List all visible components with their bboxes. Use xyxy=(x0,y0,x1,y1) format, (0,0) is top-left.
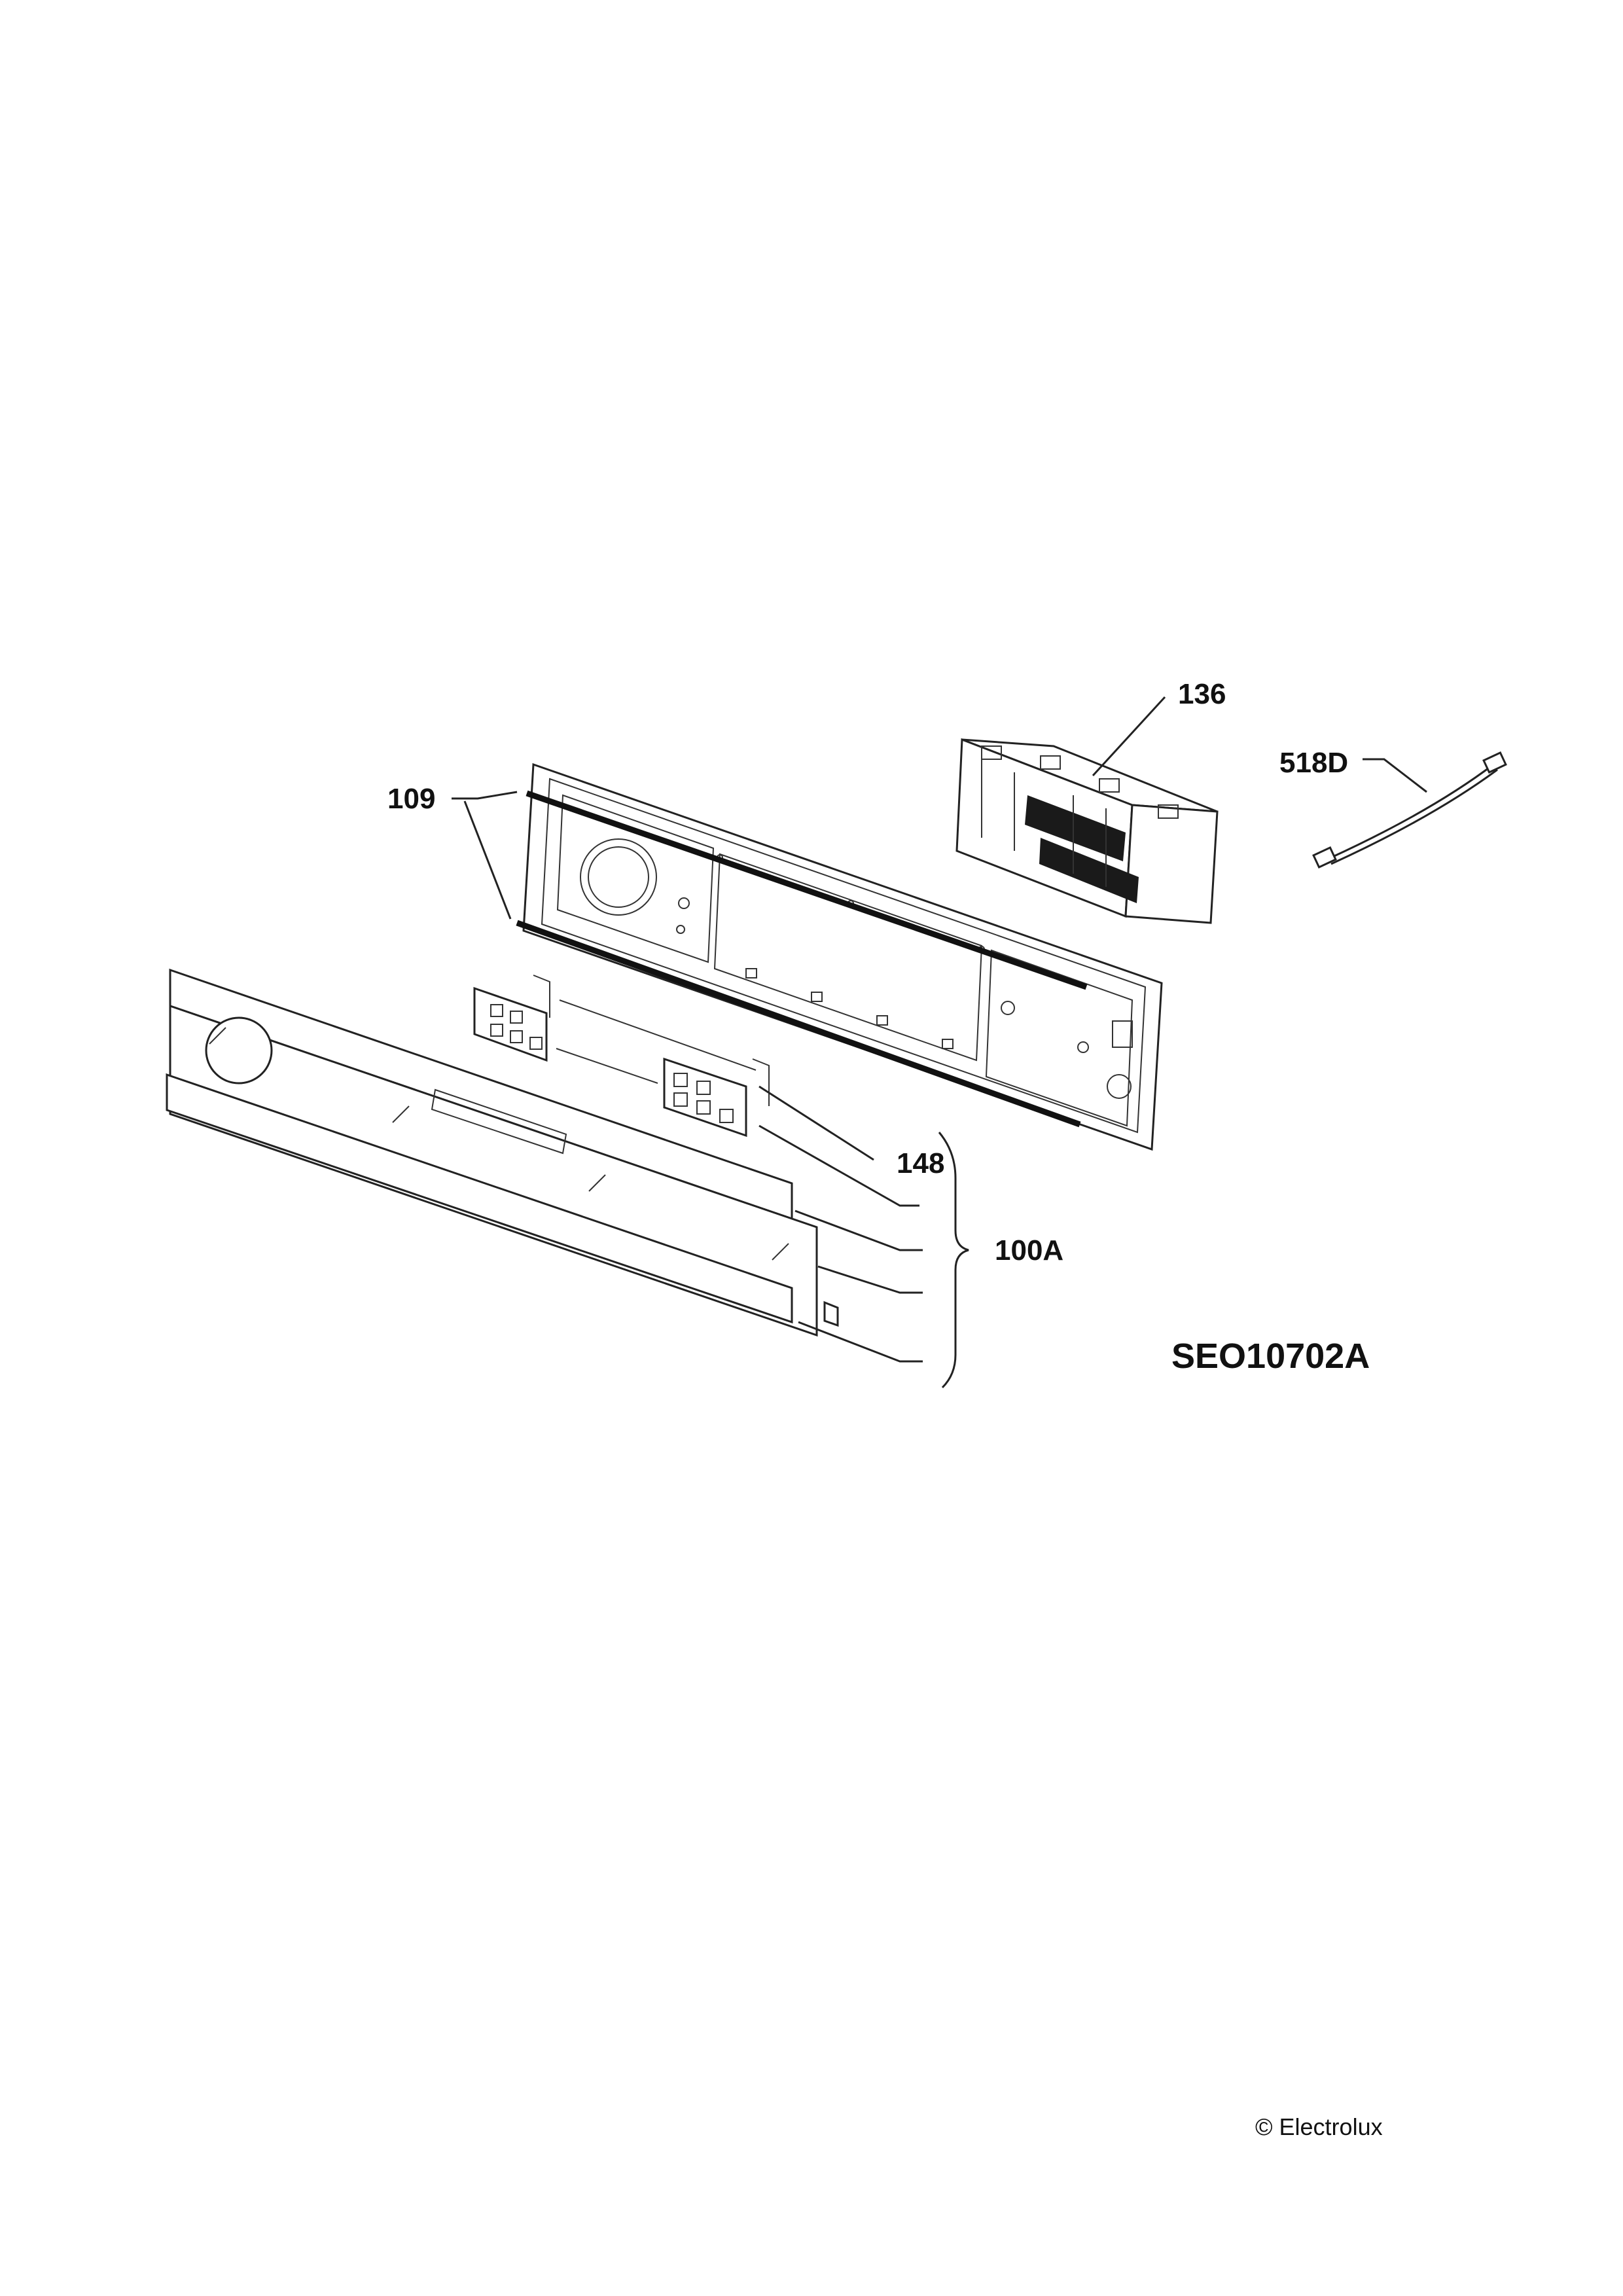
key-pads xyxy=(473,975,770,1138)
leader-lines xyxy=(452,696,1427,1389)
callout-518d: 518D xyxy=(1279,747,1348,779)
drawing-code: SEO10702A xyxy=(1171,1336,1370,1376)
callout-100a: 100A xyxy=(995,1234,1063,1266)
electronic-module xyxy=(955,738,1219,924)
callout-136: 136 xyxy=(1178,678,1226,710)
seal-strips xyxy=(516,790,1088,1128)
front-glass-panel xyxy=(166,968,839,1337)
callout-109: 109 xyxy=(387,783,435,815)
wiring-harness xyxy=(1312,751,1507,869)
copyright-notice: © Electrolux xyxy=(1255,2113,1383,2140)
callout-148: 148 xyxy=(897,1147,944,1179)
